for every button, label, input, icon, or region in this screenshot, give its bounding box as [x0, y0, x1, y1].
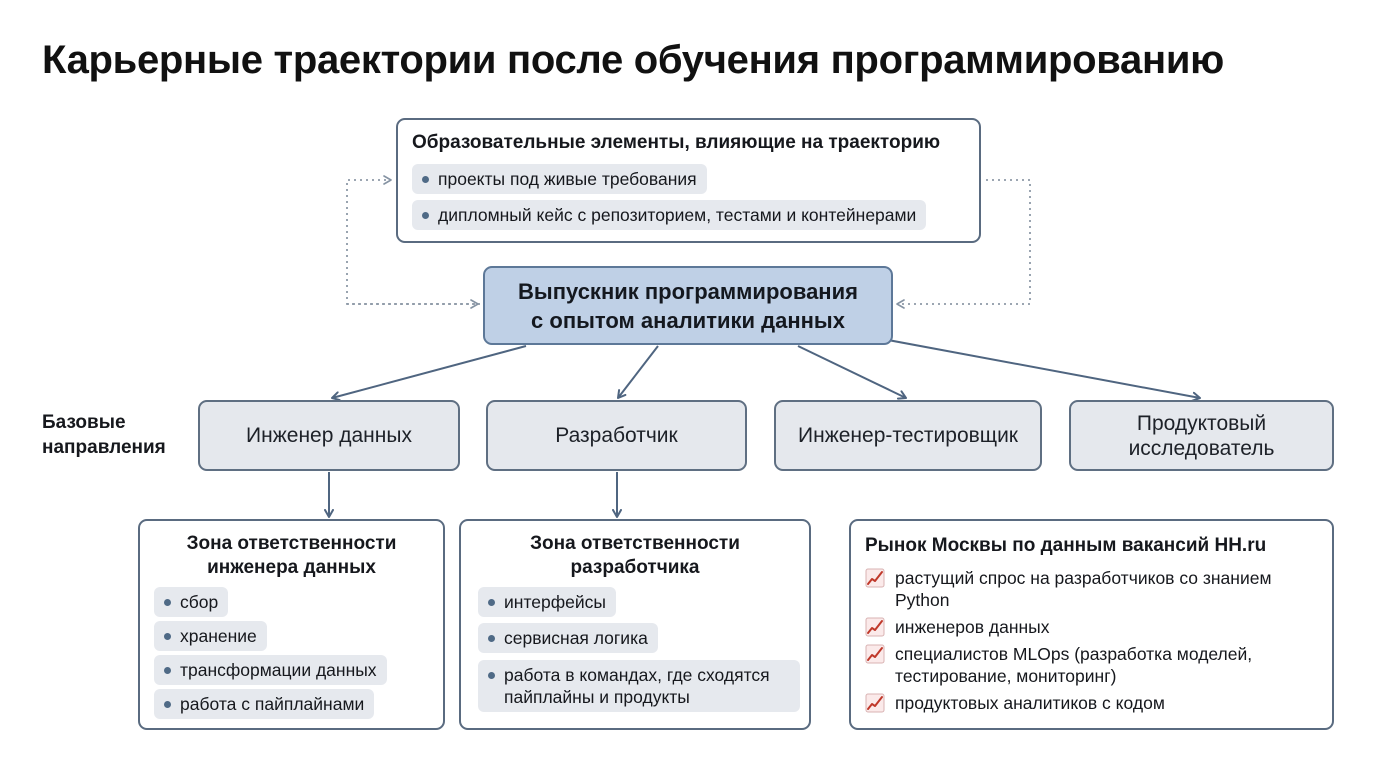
direction-label: Инженер-тестировщик: [798, 424, 1018, 447]
arrow-to-data-engineer: [331, 345, 527, 402]
direction-label: Инженер данных: [246, 424, 412, 447]
responsibility-heading: Зона ответственности разработчика: [461, 532, 809, 580]
graduate-node: Выпускник программирования с опытом анал…: [483, 266, 893, 345]
education-elements-box: Образовательные элементы, влияющие на тр…: [396, 118, 981, 243]
responsibility-item: хранение: [154, 621, 267, 651]
bullet-dot: [488, 635, 495, 642]
base-label-line-2: направления: [42, 437, 166, 458]
market-heading: Рынок Москвы по данным вакансий HH.ru: [865, 535, 1267, 556]
responsibility-heading: Зона ответственности инженера данных: [140, 532, 443, 580]
heading-line-2: разработчика: [570, 557, 700, 578]
direction-tester: Инженер-тестировщик: [774, 400, 1042, 471]
responsibility-data-engineer-box: Зона ответственности инженера данных сбо…: [138, 519, 445, 730]
arrow-to-researcher: [887, 339, 1201, 402]
education-item-text: дипломный кейс с репозиторием, тестами и…: [438, 205, 917, 225]
page-title: Карьерные траектории после обучения прог…: [42, 38, 1224, 82]
market-item: инженеров данных: [865, 616, 1050, 638]
education-heading: Образовательные элементы, влияющие на тр…: [412, 132, 941, 153]
direction-label: Разработчик: [555, 424, 678, 447]
arrow-to-developer: [617, 345, 659, 399]
direction-developer: Разработчик: [486, 400, 747, 471]
arrow-to-tester: [797, 345, 907, 400]
bullet-dot: [164, 667, 171, 674]
education-item: проекты под живые требования: [412, 164, 707, 194]
bullet-dot: [164, 599, 171, 606]
responsibility-developer-box: Зона ответственности разработчика интерф…: [459, 519, 811, 730]
graduate-line-1: Выпускник программирования: [518, 278, 858, 304]
market-item-line-1: специалистов MLOps (разработка моделей,: [895, 644, 1253, 664]
bullet-dot: [488, 599, 495, 606]
education-item: дипломный кейс с репозиторием, тестами и…: [412, 200, 927, 230]
market-item-line-2: Python: [895, 590, 950, 610]
responsibility-item: работа с пайплайнами: [154, 689, 375, 719]
responsibility-item-text: хранение: [180, 626, 257, 646]
bullet-dot: [422, 212, 429, 219]
responsibility-item: работа в командах, где сходятся пайплайн…: [478, 660, 800, 712]
responsibility-item-text: сбор: [180, 592, 219, 612]
moscow-market-box: Рынок Москвы по данным вакансий HH.ru ра…: [849, 519, 1334, 730]
base-label-line-1: Базовые: [42, 412, 126, 433]
market-item: специалистов MLOps (разработка моделей, …: [865, 643, 1252, 687]
direction-product-researcher: Продуктовый исследователь: [1069, 400, 1334, 471]
responsibility-item: интерфейсы: [478, 587, 616, 617]
trend-chart-icon: [865, 644, 885, 664]
trend-chart-icon: [865, 568, 885, 588]
responsibility-item-text: трансформации данных: [180, 660, 377, 680]
responsibility-item-text: работа с пайплайнами: [180, 694, 365, 714]
responsibility-item: сбор: [154, 587, 229, 617]
heading-line-2: инженера данных: [207, 557, 376, 578]
market-item-text: продуктовых аналитиков с кодом: [895, 693, 1165, 713]
responsibility-item-text: интерфейсы: [504, 592, 606, 612]
heading-line-1: Зона ответственности: [186, 533, 397, 554]
trend-chart-icon: [865, 617, 885, 637]
heading-line-1: Зона ответственности: [530, 533, 740, 554]
market-item: продуктовых аналитиков с кодом: [865, 692, 1165, 714]
direction-data-engineer: Инженер данных: [198, 400, 460, 471]
graduate-line-2: с опытом аналитики данных: [531, 307, 845, 333]
responsibility-item-text: работа в командах, где сходятся пайплайн…: [504, 664, 770, 708]
base-directions-label: Базовые направления: [42, 410, 166, 460]
market-item-text: инженеров данных: [895, 617, 1050, 637]
market-item-line-2: тестирование, мониторинг): [895, 666, 1117, 686]
responsibility-item: трансформации данных: [154, 655, 387, 685]
item-line-1: работа в командах, где сходятся: [504, 665, 770, 685]
bullet-dot: [164, 633, 171, 640]
responsibility-item-text: сервисная логика: [504, 628, 648, 648]
direction-label-line-2: исследователь: [1128, 436, 1275, 460]
education-item-text: проекты под живые требования: [438, 169, 697, 189]
market-item-line-1: растущий спрос на разработчиков со знани…: [895, 568, 1272, 588]
bullet-dot: [164, 701, 171, 708]
market-item: растущий спрос на разработчиков со знани…: [865, 567, 1272, 611]
responsibility-item: сервисная логика: [478, 623, 658, 653]
bullet-dot: [488, 672, 495, 679]
direction-label: Продуктовый: [1136, 411, 1267, 435]
item-line-2: пайплайны и продукты: [504, 687, 690, 707]
trend-chart-icon: [865, 693, 885, 713]
bullet-dot: [422, 176, 429, 183]
